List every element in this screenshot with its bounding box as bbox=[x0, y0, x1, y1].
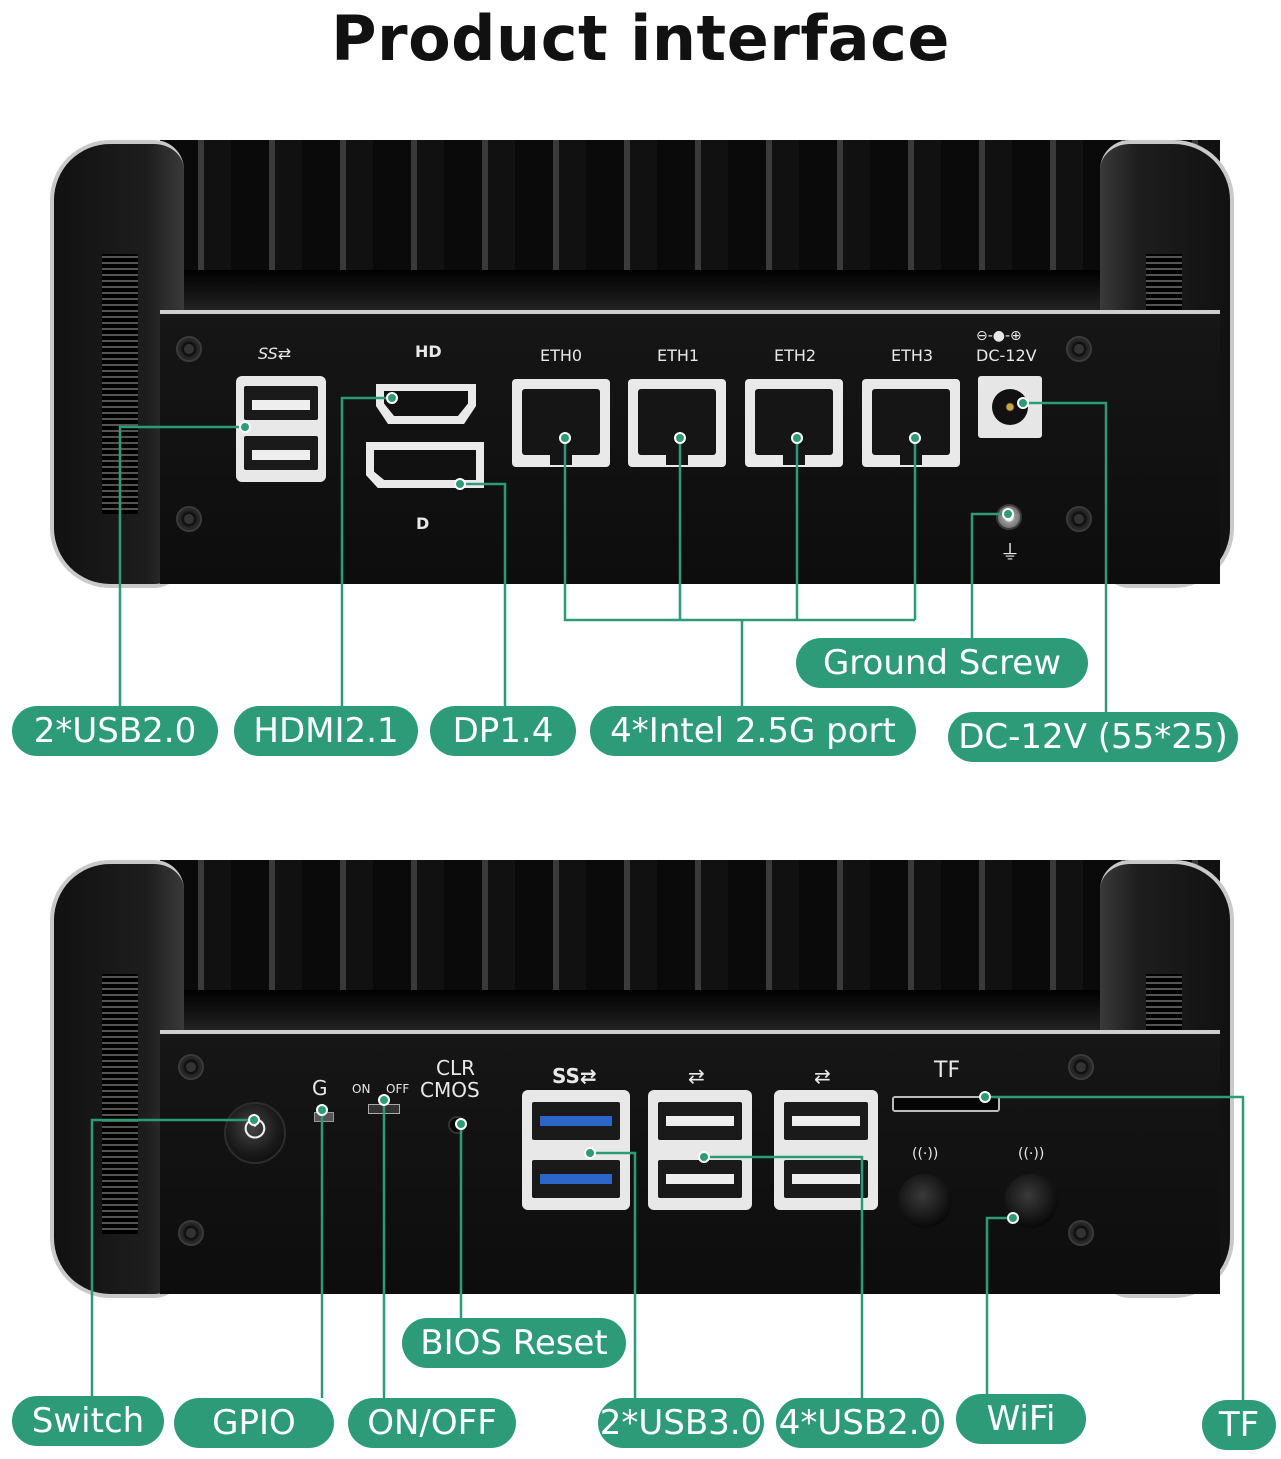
usb3-ss-label: SS⇄ bbox=[552, 1064, 597, 1088]
rear-device: SS⇄ HD D ETH0 ETH1 ETH2 ETH3 ⊖-●-⊕ DC-12… bbox=[50, 140, 1234, 588]
heatsink-fins bbox=[160, 140, 1220, 310]
usb-port bbox=[658, 1102, 742, 1140]
off-label: OFF bbox=[386, 1082, 410, 1096]
screw-icon bbox=[1066, 506, 1092, 532]
usb2-port-stack-a[interactable] bbox=[648, 1090, 752, 1210]
callout-ethernet: 4*Intel 2.5G port bbox=[590, 706, 916, 756]
callout-onoff: ON/OFF bbox=[348, 1398, 516, 1448]
dc-label: DC-12V bbox=[976, 346, 1037, 365]
onoff-switch[interactable] bbox=[368, 1104, 400, 1114]
front-device: ⏻ G ON OFF CLR CMOS SS⇄ ⇄ ⇄ TF ((·)) ((·… bbox=[50, 860, 1234, 1298]
power-button[interactable]: ⏻ bbox=[224, 1102, 286, 1164]
dc-jack[interactable] bbox=[978, 376, 1042, 438]
clear-cmos-button[interactable] bbox=[448, 1116, 466, 1134]
eth0-label: ETH0 bbox=[540, 346, 583, 365]
callout-tf: TF bbox=[1202, 1400, 1276, 1450]
callout-usb3: 2*USB3.0 bbox=[598, 1398, 764, 1448]
callout-hdmi: HDMI2.1 bbox=[234, 706, 418, 756]
callout-dc: DC-12V (55*25) bbox=[948, 712, 1238, 762]
usb-port bbox=[784, 1102, 868, 1140]
usb3-port bbox=[532, 1102, 620, 1140]
callout-wifi: WiFi bbox=[956, 1394, 1086, 1444]
gpio-header[interactable] bbox=[314, 1112, 334, 1122]
callout-dp: DP1.4 bbox=[430, 706, 576, 756]
wifi-icon: ((·)) bbox=[1018, 1146, 1045, 1162]
tf-card-slot[interactable] bbox=[892, 1096, 1000, 1112]
usb-port bbox=[244, 386, 318, 420]
power-icon: ⏻ bbox=[243, 1112, 267, 1145]
usb2-port-stack[interactable] bbox=[236, 376, 326, 482]
usb2-port-stack-b[interactable] bbox=[774, 1090, 878, 1210]
usb-icon: ⇄ bbox=[814, 1064, 831, 1088]
screw-icon bbox=[176, 506, 202, 532]
dc-polarity-icon: ⊖-●-⊕ bbox=[976, 328, 1022, 344]
callout-switch: Switch bbox=[12, 1396, 164, 1446]
wifi-antenna-2 bbox=[1004, 1174, 1058, 1228]
hdmi-port[interactable] bbox=[376, 384, 476, 424]
wifi-antenna-1 bbox=[898, 1174, 952, 1228]
clr-label: CLR bbox=[436, 1056, 476, 1080]
ethernet-port-3[interactable] bbox=[862, 379, 960, 467]
ethernet-port-1[interactable] bbox=[628, 379, 726, 467]
on-label: ON bbox=[352, 1082, 371, 1096]
ground-icon: ⏚ bbox=[1000, 540, 1020, 564]
usb-icon: ⇄ bbox=[688, 1064, 705, 1088]
ethernet-port-0[interactable] bbox=[512, 379, 610, 467]
callout-ground-screw: Ground Screw bbox=[796, 638, 1088, 688]
gpio-g-label: G bbox=[312, 1076, 328, 1100]
screw-icon bbox=[1068, 1220, 1094, 1246]
ethernet-port-2[interactable] bbox=[745, 379, 843, 467]
eth1-label: ETH1 bbox=[657, 346, 700, 365]
hdmi-icon: HD bbox=[415, 342, 442, 361]
screw-icon bbox=[178, 1220, 204, 1246]
screw-icon bbox=[178, 1054, 204, 1080]
screw-icon bbox=[1068, 1054, 1094, 1080]
usb-port bbox=[784, 1160, 868, 1198]
usb3-port bbox=[532, 1160, 620, 1198]
usb-port bbox=[658, 1160, 742, 1198]
cmos-label: CMOS bbox=[420, 1078, 480, 1102]
displayport-port[interactable] bbox=[366, 442, 484, 488]
front-io-panel: ⏻ G ON OFF CLR CMOS SS⇄ ⇄ ⇄ TF ((·)) ((·… bbox=[160, 1030, 1220, 1294]
displayport-icon: D bbox=[416, 514, 430, 533]
ground-screw[interactable] bbox=[996, 504, 1022, 530]
callout-usb2: 2*USB2.0 bbox=[12, 706, 218, 756]
wifi-icon: ((·)) bbox=[912, 1146, 939, 1162]
screw-icon bbox=[1066, 336, 1092, 362]
rear-io-panel: SS⇄ HD D ETH0 ETH1 ETH2 ETH3 ⊖-●-⊕ DC-12… bbox=[160, 310, 1220, 584]
callout-bios-reset: BIOS Reset bbox=[402, 1318, 626, 1368]
usb-port bbox=[244, 436, 318, 470]
usb-ss-label: SS⇄ bbox=[258, 344, 292, 363]
callout-usb2-front: 4*USB2.0 bbox=[776, 1398, 944, 1448]
eth3-label: ETH3 bbox=[891, 346, 934, 365]
callout-gpio: GPIO bbox=[174, 1398, 334, 1448]
tf-label: TF bbox=[934, 1058, 961, 1083]
screw-icon bbox=[176, 336, 202, 362]
heatsink-fins bbox=[160, 860, 1220, 1030]
eth2-label: ETH2 bbox=[774, 346, 817, 365]
page-title: Product interface bbox=[331, 2, 950, 75]
usb3-port-stack[interactable] bbox=[522, 1090, 630, 1210]
